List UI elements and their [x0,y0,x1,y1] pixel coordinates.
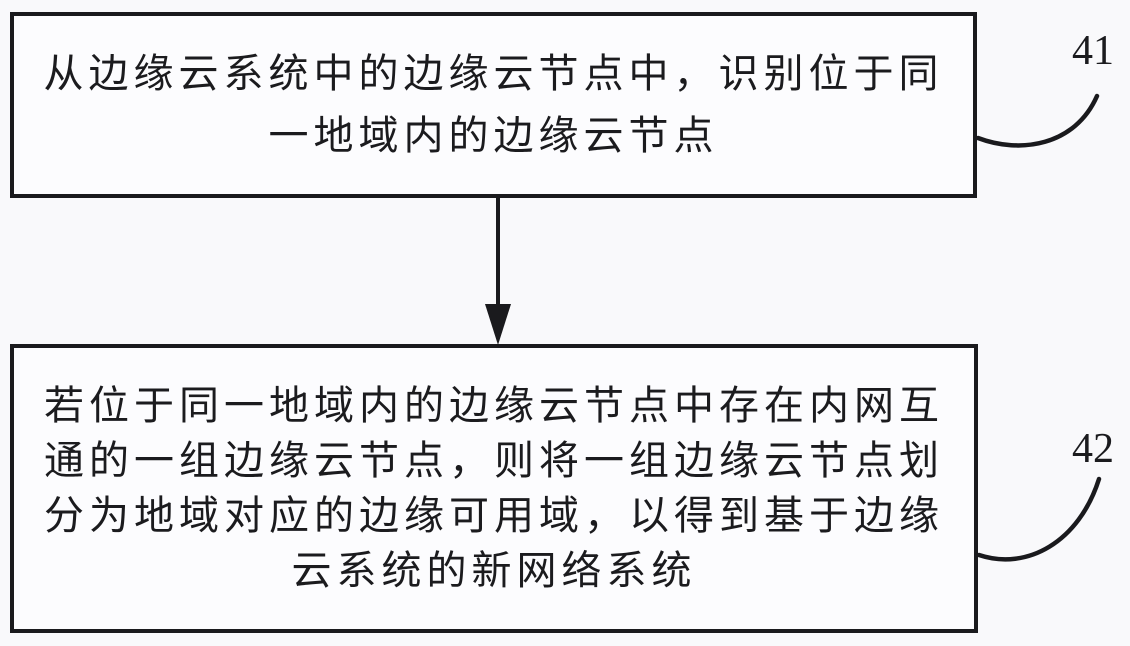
step-41-text-line-1: 从边缘云系统中的边缘云节点中，识别位于同 [43,51,944,97]
step-42-text-line-3: 分为地域对应的边缘可用域，以得到基于边缘 [44,492,944,539]
ref-42-leader-curve [976,476,1102,562]
step-box-42: 若位于同一地域内的边缘云节点中存在内网互 通的一组边缘云节点，则将一组边缘云节点… [10,344,978,633]
ref-label-42: 42 [1072,426,1114,472]
ref-41-leader-curve [975,93,1100,148]
step-box-41: 从边缘云系统中的边缘云节点中，识别位于同 一地域内的边缘云节点 [10,12,977,198]
step-42-text-line-4: 云系统的新网络系统 [291,547,697,594]
ref-label-41: 41 [1072,28,1114,74]
step-41-text-line-2: 一地域内的边缘云节点 [268,113,719,159]
down-arrow-connector [485,198,511,345]
step-42-text-line-1: 若位于同一地域内的边缘云节点中存在内网互 [44,382,944,429]
step-42-text-line-2: 通的一组边缘云节点，则将一组边缘云节点划 [44,437,944,484]
